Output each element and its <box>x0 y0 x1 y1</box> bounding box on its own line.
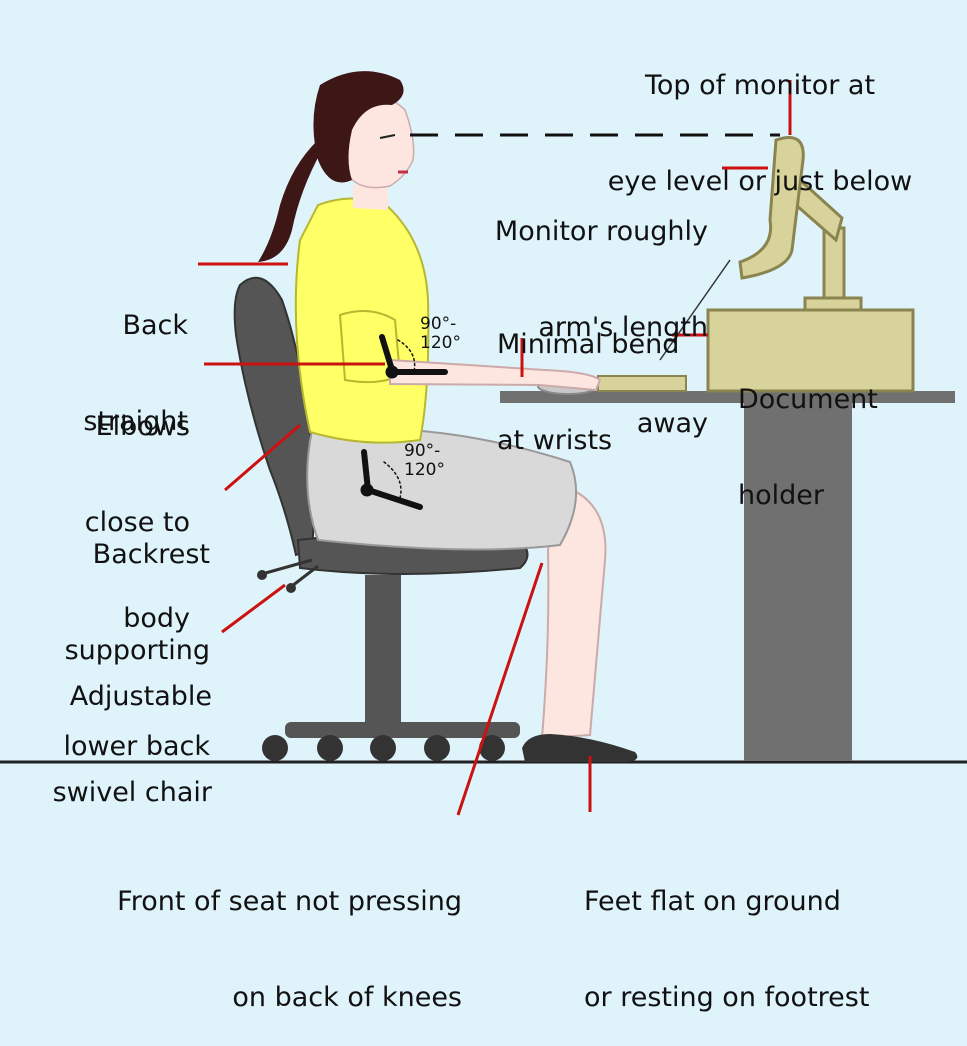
knee-angle-label: 90°- 120° <box>404 442 464 480</box>
ergonomics-diagram: Top of monitor at eye level or just belo… <box>0 0 967 887</box>
leader-chair <box>222 585 285 632</box>
elbow-angle-label: 90°- 120° <box>420 315 480 353</box>
shoe <box>522 734 637 762</box>
label-chair: Adjustable swivel chair <box>4 617 212 841</box>
label-feet: Feet flat on ground or resting on footre… <box>584 822 964 1046</box>
label-document-holder: Document holder <box>738 320 908 544</box>
leader-seat-front <box>458 563 542 815</box>
label-wrists: Minimal bend at wrists <box>497 265 717 489</box>
label-seat-front: Front of seat not pressing on back of kn… <box>30 822 462 1046</box>
